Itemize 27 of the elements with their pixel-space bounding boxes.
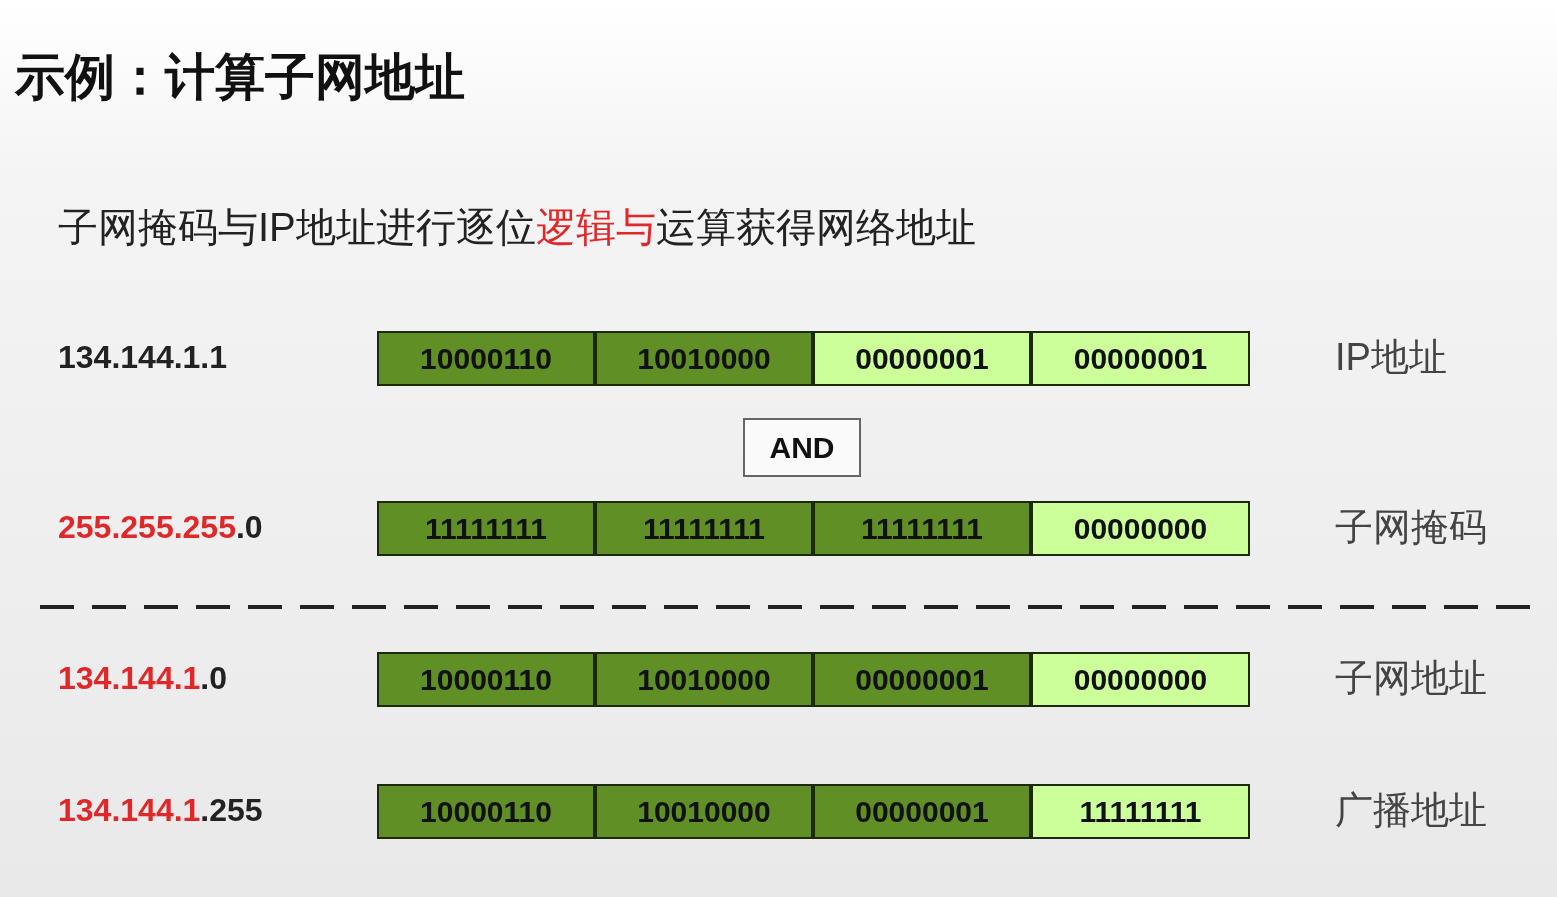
address-label: 134.144.1.255 xyxy=(58,791,263,831)
bit-cell: 00000001 xyxy=(813,652,1031,707)
bit-cell: 11111111 xyxy=(813,501,1031,556)
bit-cell: 00000000 xyxy=(1031,652,1250,707)
bit-cell: 00000001 xyxy=(813,331,1031,386)
instruction-text: 子网掩码与IP地址进行逐位逻辑与运算获得网络地址 xyxy=(58,204,976,252)
slide-title: 示例：计算子网地址 xyxy=(15,48,465,107)
row-label: 广播地址 xyxy=(1335,788,1487,834)
bit-cell: 10010000 xyxy=(595,652,813,707)
bit-cell: 10010000 xyxy=(595,331,813,386)
bit-cell: 10000110 xyxy=(377,652,595,707)
bit-cell: 11111111 xyxy=(595,501,813,556)
row-label: IP地址 xyxy=(1335,335,1447,381)
bit-cell: 11111111 xyxy=(377,501,595,556)
bit-cell: 00000001 xyxy=(813,784,1031,839)
bit-cell: 00000000 xyxy=(1031,501,1250,556)
bit-cell: 10000110 xyxy=(377,784,595,839)
bit-cell: 10000110 xyxy=(377,331,595,386)
row-label: 子网地址 xyxy=(1335,656,1487,702)
bit-cell: 00000001 xyxy=(1031,331,1250,386)
address-label: 255.255.255.0 xyxy=(58,508,263,548)
bit-cell: 11111111 xyxy=(1031,784,1250,839)
row-label: 子网掩码 xyxy=(1335,505,1487,551)
operator-box: AND xyxy=(743,418,861,477)
address-label: 134.144.1.0 xyxy=(58,659,228,699)
address-label: 134.144.1.1 xyxy=(58,338,228,378)
bit-cell: 10010000 xyxy=(595,784,813,839)
